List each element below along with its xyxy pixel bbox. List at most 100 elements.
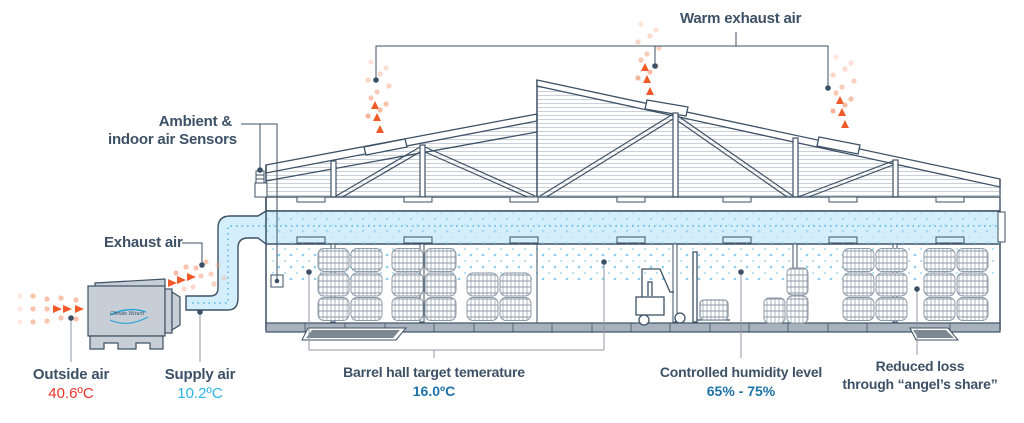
wine-barrel-icon	[424, 272, 457, 297]
wine-barrel-icon	[350, 248, 383, 272]
wine-barrel-icon	[466, 297, 499, 321]
hot-air-dot	[193, 265, 199, 271]
label-reduced-loss-line1: Reduced loss	[875, 358, 965, 374]
hot-air-dot	[383, 101, 389, 107]
ambient-sensor-icon	[254, 170, 268, 198]
roof-vent-right	[816, 136, 861, 155]
hot-air-dot	[644, 51, 650, 57]
hot-air-dot	[73, 297, 79, 303]
wine-barrel-icon	[499, 272, 532, 297]
hot-air-arrow-icon	[168, 279, 177, 287]
wine-barrel-icon	[350, 272, 383, 297]
hot-air-dot	[386, 83, 392, 89]
label-supply-air: Supply air	[164, 366, 236, 383]
hot-air-dot	[365, 77, 371, 83]
hot-air-dot	[365, 113, 371, 119]
hot-air-dot	[374, 89, 380, 95]
hot-air-dot	[221, 275, 227, 281]
hot-air-dot	[839, 84, 845, 90]
label-barrel-hall-target: Barrel hall target temerature	[343, 364, 525, 380]
wine-barrel-icon	[317, 248, 350, 272]
roof-vent-left	[363, 138, 408, 156]
wine-barrel-icon	[842, 248, 875, 272]
label-reduced-loss-line2: through “angel’s share”	[842, 376, 998, 392]
label-ambient-sensors-line2: indoor air Sensors	[108, 131, 237, 148]
hot-air-dot	[647, 33, 653, 39]
ceiling-lights-upper	[296, 196, 965, 203]
hot-air-arrow-icon	[63, 305, 72, 313]
value-outside-air-temp: 40.6ºC	[48, 385, 94, 402]
wine-barrel-icon	[499, 297, 532, 321]
hot-air-dot	[30, 306, 36, 312]
evaporative-cooler-unit	[87, 278, 181, 350]
hot-air-dot	[848, 96, 854, 102]
hot-air-dot	[183, 264, 189, 270]
hot-air-dot	[30, 319, 36, 325]
hot-air-dot	[208, 271, 214, 277]
value-humidity-range: 65% - 75%	[706, 383, 776, 399]
hot-air-dot	[58, 295, 64, 301]
wine-barrel-icon	[391, 272, 424, 297]
hot-air-dot	[851, 78, 857, 84]
hot-air-particles	[17, 21, 857, 325]
cooler-brand-logo: Climate Wizard	[110, 311, 144, 317]
wine-barrel-icon	[842, 272, 875, 297]
hot-air-dot	[17, 293, 23, 299]
hot-air-dot	[833, 90, 839, 96]
hot-air-dot	[368, 95, 374, 101]
label-exhaust-air: Exhaust air	[104, 234, 183, 251]
label-controlled-humidity: Controlled humidity level	[659, 364, 823, 380]
hot-air-dot	[638, 57, 644, 63]
hot-air-dot	[848, 60, 854, 66]
ceiling-lights-lower	[296, 236, 965, 244]
hot-air-dot	[635, 39, 641, 45]
floor	[265, 322, 1001, 333]
wine-barrel-icon	[317, 297, 350, 321]
hot-air-dot	[653, 27, 659, 33]
wine-barrel-icon	[956, 297, 989, 321]
barrel-stacks	[317, 248, 989, 321]
hot-air-dot	[842, 102, 848, 108]
hot-air-dot	[368, 59, 374, 65]
hot-air-dot	[181, 286, 187, 292]
hot-air-arrow-icon	[838, 108, 846, 116]
leader-lines	[70, 32, 918, 362]
cool-air-duct	[185, 210, 1006, 311]
label-ambient-sensors-line1: Ambient &	[158, 113, 232, 130]
hot-air-dot	[833, 54, 839, 60]
wine-barrel-icon	[923, 272, 956, 297]
hot-air-dot	[203, 259, 209, 265]
wine-barrel-icon	[424, 248, 457, 272]
roof-vent-middle	[644, 99, 689, 117]
wine-barrel-icon	[391, 297, 424, 321]
hot-air-arrow-icon	[187, 273, 196, 281]
value-supply-air-temp: 10.2ºC	[177, 385, 223, 402]
hot-air-dot	[842, 66, 848, 72]
hot-air-dot	[17, 306, 23, 312]
hot-air-arrow-icon	[376, 125, 384, 133]
wine-barrel-icon	[875, 272, 908, 297]
hot-air-dot	[190, 284, 196, 290]
hot-air-dot	[635, 75, 641, 81]
hot-air-dot	[383, 65, 389, 71]
hot-air-dot	[17, 319, 23, 325]
hot-air-dot	[44, 306, 50, 312]
wine-barrel-icon	[923, 248, 956, 272]
wine-barrel-icon	[842, 297, 875, 321]
wine-barrel-icon	[424, 297, 457, 321]
hot-air-dot	[656, 45, 662, 51]
wine-barrel-icon	[317, 272, 350, 297]
label-outside-air: Outside air	[32, 366, 110, 383]
hot-air-arrow-icon	[643, 75, 651, 83]
wine-barrel-icon	[875, 248, 908, 272]
hot-air-arrow-icon	[373, 113, 381, 121]
hot-air-arrow-icon	[641, 63, 649, 71]
leader-dots	[68, 63, 920, 321]
hot-air-dot	[377, 107, 383, 113]
standalone-barrels	[763, 267, 809, 324]
hot-air-dot	[377, 71, 383, 77]
wine-barrel-icon	[466, 272, 499, 297]
hot-air-dot	[198, 273, 204, 279]
roof-structure	[265, 79, 1001, 212]
hot-air-dot	[173, 270, 179, 276]
